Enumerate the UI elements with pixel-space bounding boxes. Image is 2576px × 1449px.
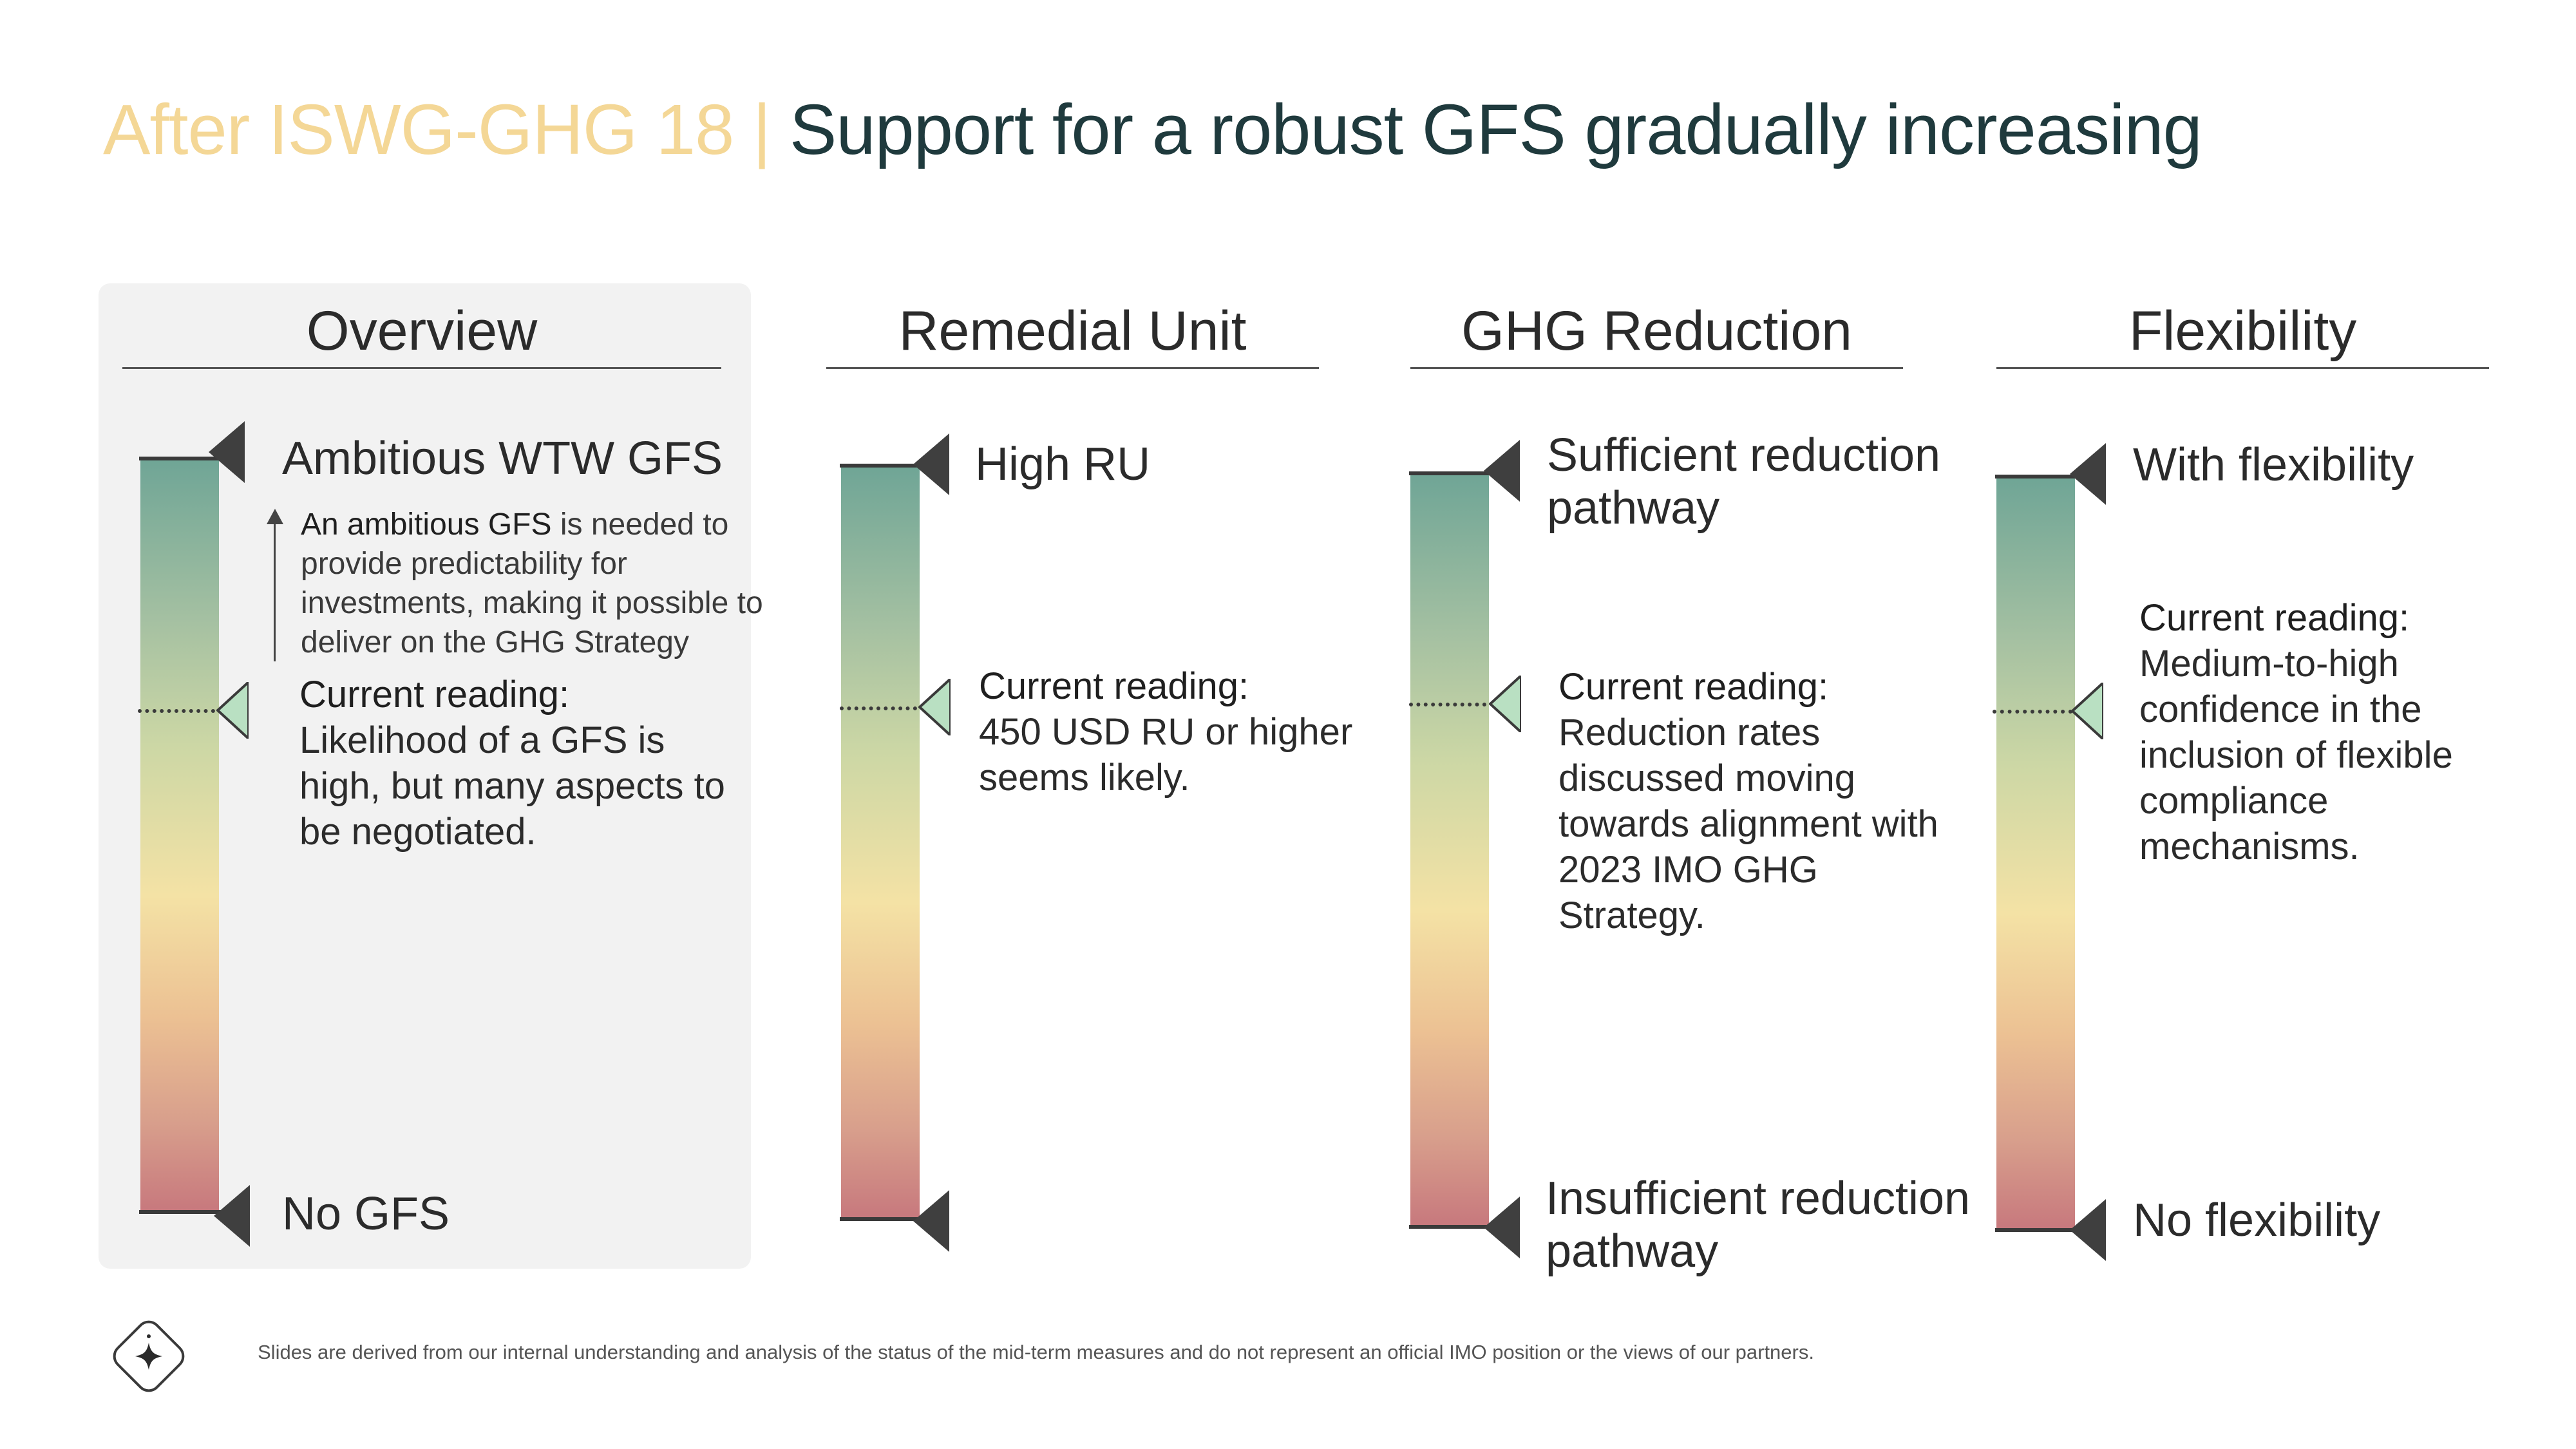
bottom-marker-icon	[2070, 1199, 2106, 1261]
current-reading-line	[840, 706, 917, 710]
scale-bottom-label: No GFS	[282, 1188, 450, 1240]
current-reading-line	[138, 709, 215, 713]
title-prefix: After ISWG-GHG 18 |	[103, 90, 771, 169]
scale-top-label: High RU	[975, 439, 1151, 490]
current-reading-line	[1993, 710, 2072, 714]
column-heading: GHG Reduction	[1461, 300, 1853, 362]
current-reading-marker-icon	[216, 682, 249, 739]
scale-bottom-cap	[840, 1217, 923, 1221]
scale-bottom-cap	[1409, 1225, 1493, 1229]
bottom-marker-icon	[214, 1185, 250, 1247]
scale-bottom-label: Insufficient reduction pathway	[1546, 1173, 1971, 1277]
current-reading-heading: Current reading:	[299, 674, 570, 715]
current-reading-marker-icon	[918, 679, 951, 735]
column-divider	[1996, 367, 2489, 369]
column-heading: Remedial Unit	[898, 300, 1247, 362]
scale-top-cap	[139, 457, 223, 460]
bottom-marker-icon	[913, 1190, 949, 1252]
top-marker-icon	[2070, 443, 2106, 505]
column-divider	[122, 367, 721, 369]
overview-note-emphasis: An ambitious GFS	[301, 507, 552, 542]
current-reading-marker-icon	[1489, 676, 1521, 732]
scale-bar	[140, 459, 219, 1212]
current-reading-marker-icon	[2071, 683, 2103, 739]
current-reading: Current reading: 450 USD RU or higher se…	[979, 663, 1378, 800]
scale-top-cap	[1995, 475, 2079, 478]
current-reading: Current reading: Medium-to-high confiden…	[2139, 595, 2500, 869]
overview-note: An ambitious GFS is needed to provide pr…	[301, 505, 764, 662]
column-heading: Overview	[306, 300, 538, 362]
scale-top-cap	[1409, 471, 1493, 475]
current-reading-heading: Current reading:	[979, 665, 1249, 707]
sparkle-logo-icon	[113, 1320, 185, 1392]
current-reading-line	[1409, 703, 1486, 706]
scale-bar	[841, 466, 920, 1219]
scale-top-label: Sufficient reduction pathway	[1547, 430, 1941, 534]
overview-note-text: is needed to provide predictability for …	[301, 507, 763, 659]
scale-top-label: With flexibility	[2133, 439, 2414, 491]
scale-top-label: Ambitious WTW GFS	[282, 433, 723, 484]
top-marker-icon	[1484, 440, 1520, 502]
scale-bar	[1996, 477, 2075, 1230]
current-reading-heading: Current reading:	[1558, 666, 1829, 708]
current-reading-text: Medium-to-high confidence in the inclusi…	[2139, 643, 2453, 867]
top-marker-icon	[209, 421, 245, 483]
column-divider	[826, 367, 1319, 369]
scale-bottom-cap	[1995, 1228, 2079, 1232]
arrow-up-line	[274, 522, 276, 661]
scale-top-cap	[840, 464, 923, 468]
page-title: After ISWG-GHG 18 | Support for a robust…	[103, 89, 2202, 171]
top-marker-icon	[913, 433, 949, 495]
current-reading-text: 450 USD RU or higher seems likely.	[979, 711, 1353, 799]
bottom-marker-icon	[1484, 1197, 1520, 1258]
disclaimer: Slides are derived from our internal und…	[258, 1341, 1814, 1363]
title-main: Support for a robust GFS gradually incre…	[789, 90, 2202, 169]
current-reading: Current reading: Reduction rates discuss…	[1558, 664, 1958, 938]
scale-bottom-label: No flexibility	[2133, 1195, 2381, 1246]
current-reading: Current reading: Likelihood of a GFS is …	[299, 672, 737, 855]
scale-bar	[1410, 473, 1489, 1227]
current-reading-heading: Current reading:	[2139, 597, 2410, 639]
column-heading: Flexibility	[2128, 300, 2357, 362]
scale-bottom-cap	[139, 1210, 223, 1214]
current-reading-text: Reduction rates discussed moving towards…	[1558, 712, 1938, 936]
column-divider	[1410, 367, 1903, 369]
current-reading-text: Likelihood of a GFS is high, but many as…	[299, 719, 725, 853]
